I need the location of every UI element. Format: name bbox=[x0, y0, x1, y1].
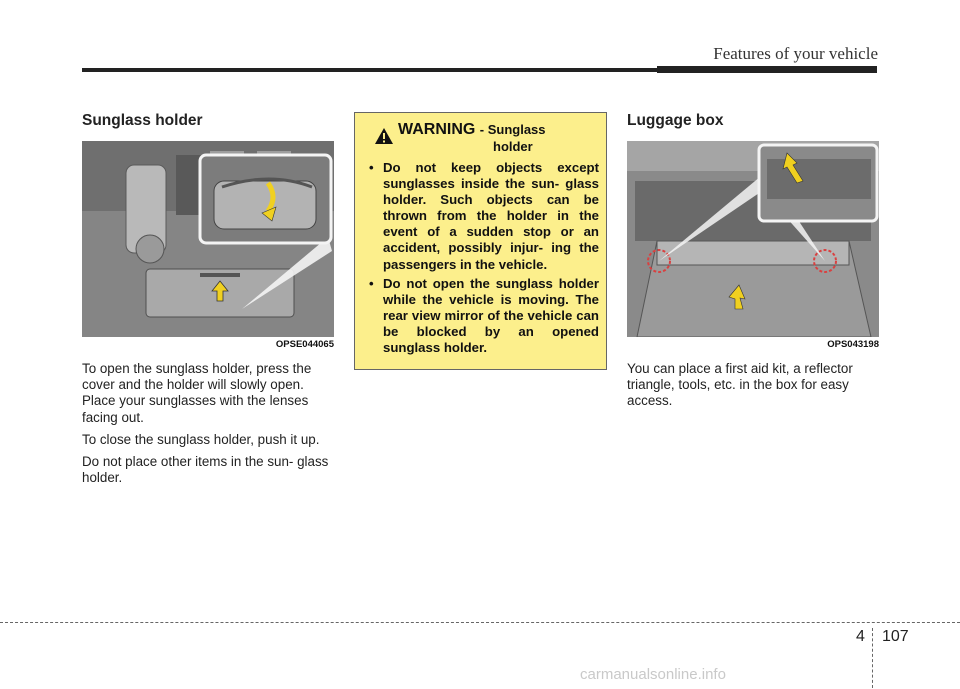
warning-header: WARNING - Sunglass holder bbox=[362, 121, 599, 154]
luggage-figure-code: OPS043198 bbox=[827, 339, 879, 350]
header-rule bbox=[82, 68, 877, 72]
sunglass-figure-code: OPSE044065 bbox=[275, 339, 334, 350]
sunglass-holder-illustration bbox=[82, 141, 334, 337]
running-header: Features of your vehicle bbox=[713, 44, 878, 63]
warning-title: WARNING - Sunglass holder bbox=[398, 121, 546, 154]
warning-list: Do not keep objects except sunglasses in… bbox=[362, 160, 599, 356]
luggage-figure-caption: OPS043198 bbox=[627, 337, 879, 352]
warning-word: WARNING bbox=[398, 121, 476, 138]
luggage-section: Luggage box OPS043198 You can place a fi… bbox=[627, 112, 879, 410]
watermark: carmanualsonline.info bbox=[580, 666, 726, 683]
luggage-heading: Luggage box bbox=[627, 112, 724, 129]
sunglass-paragraph-open: To open the sunglass holder, press the c… bbox=[82, 361, 312, 425]
page-number-divider bbox=[872, 628, 873, 688]
chapter-number: 4 bbox=[856, 628, 865, 645]
luggage-box-figure bbox=[627, 141, 879, 337]
warning-box: WARNING - Sunglass holder Do not keep ob… bbox=[354, 112, 607, 371]
warning-subject-line2: holder bbox=[493, 139, 533, 154]
warning-subject-line1: - Sunglass bbox=[479, 122, 546, 137]
warning-section: WARNING - Sunglass holder Do not keep ob… bbox=[354, 112, 607, 371]
sunglass-figure-caption: OPSE044065 bbox=[82, 337, 334, 352]
sunglass-holder-figure bbox=[82, 141, 334, 337]
header-rule-accent bbox=[657, 66, 877, 73]
footer-rule bbox=[0, 622, 960, 623]
warning-item: Do not keep objects except sunglasses in… bbox=[362, 160, 599, 273]
sunglass-heading: Sunglass holder bbox=[82, 112, 203, 129]
luggage-paragraph: You can place a first aid kit, a reflect… bbox=[627, 361, 853, 409]
warning-triangle-icon bbox=[375, 128, 393, 144]
page-number: 107 bbox=[882, 628, 909, 645]
sunglass-paragraph-caution: Do not place other items in the sun- gla… bbox=[82, 454, 329, 486]
sunglass-section: Sunglass holder OPSE044065 To open the s… bbox=[82, 112, 334, 486]
luggage-box-illustration bbox=[627, 141, 879, 337]
warning-item: Do not open the sunglass holder while th… bbox=[362, 276, 599, 356]
sunglass-paragraph-close: To close the sunglass holder, push it up… bbox=[82, 431, 320, 447]
